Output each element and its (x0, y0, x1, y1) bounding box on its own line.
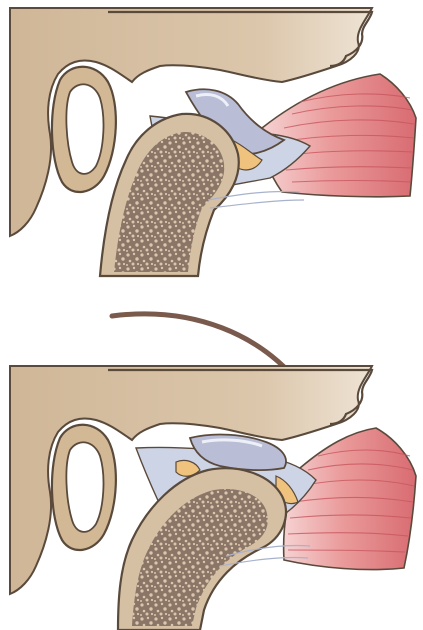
panel-open (10, 366, 416, 630)
panel-closed (10, 8, 416, 276)
lateral-pterygoid-muscle-open (284, 428, 416, 570)
ear-canal-inner-open (66, 442, 103, 532)
ear-canal-inner (66, 84, 103, 174)
